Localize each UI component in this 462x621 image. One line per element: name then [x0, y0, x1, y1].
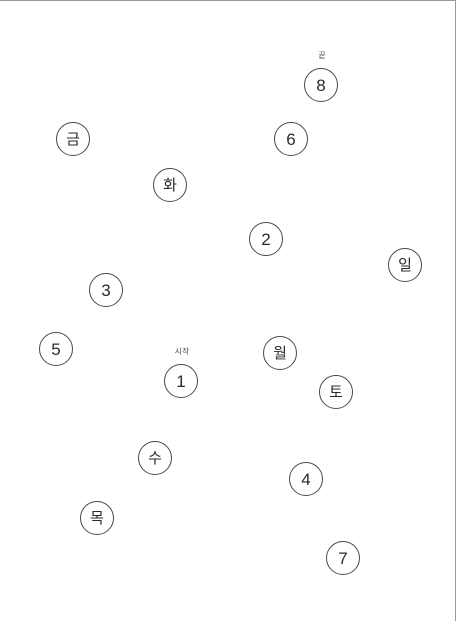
circle-day-mon[interactable]: 월: [263, 336, 297, 370]
circle-day-tue[interactable]: 화: [153, 168, 187, 202]
circle-day-wed[interactable]: 수: [138, 441, 172, 475]
end-label: 끝: [318, 51, 326, 60]
circle-day-thu[interactable]: 목: [80, 501, 114, 535]
right-border: [455, 0, 456, 621]
circle-number-6[interactable]: 6: [274, 122, 308, 156]
circle-number-4[interactable]: 4: [289, 462, 323, 496]
circle-number-1[interactable]: 1: [164, 364, 198, 398]
circle-number-5[interactable]: 5: [39, 332, 73, 366]
circle-day-sat[interactable]: 토: [319, 375, 353, 409]
circle-number-7[interactable]: 7: [326, 541, 360, 575]
circle-number-2[interactable]: 2: [249, 222, 283, 256]
circle-day-sun[interactable]: 일: [388, 248, 422, 282]
circle-day-fri[interactable]: 금: [56, 122, 90, 156]
circle-number-3[interactable]: 3: [89, 273, 123, 307]
top-border: [0, 0, 455, 1]
circle-number-8[interactable]: 8: [304, 68, 338, 102]
start-label: 시작: [174, 347, 190, 356]
